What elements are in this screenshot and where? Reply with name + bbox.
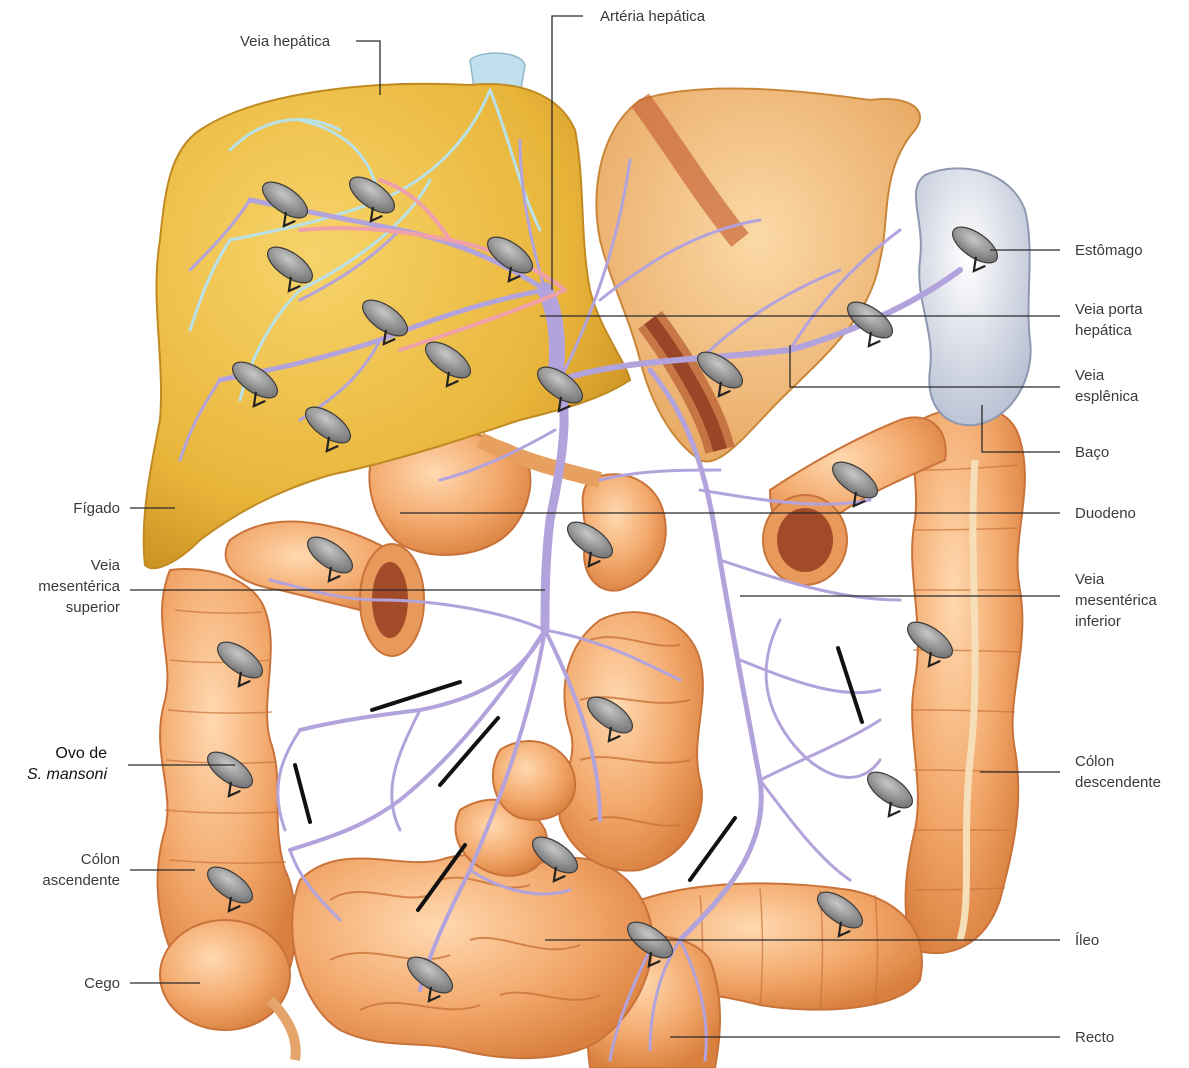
label-ovo-line1: Ovo de <box>0 743 107 764</box>
label-veia-porta-hepatica: Veia porta hepática <box>1075 299 1143 341</box>
label-recto: Recto <box>1075 1027 1114 1048</box>
label-veia-porta-line1: Veia porta <box>1075 299 1143 320</box>
cego <box>160 920 296 1060</box>
estomago <box>596 88 920 461</box>
label-ovo-s-mansoni: Ovo de S. mansoni <box>0 743 107 785</box>
label-ovo-line2: S. mansoni <box>0 764 107 785</box>
label-ovo-species: S. mansoni <box>27 766 107 783</box>
label-estomago: Estômago <box>1075 240 1143 261</box>
label-colon-asc-line2: ascendente <box>10 870 120 891</box>
label-arteria-hepatica: Artéria hepática <box>600 6 705 27</box>
label-veia-porta-line2: hepática <box>1075 320 1143 341</box>
label-duodeno: Duodeno <box>1075 503 1136 524</box>
label-veia-mes-sup-line3: superior <box>10 597 120 618</box>
label-figado: Fígado <box>60 498 120 519</box>
label-veia-esplenica: Veia esplênica <box>1075 365 1138 407</box>
label-colon-descendente: Cólon descendente <box>1075 751 1161 793</box>
label-colon-desc-line1: Cólon <box>1075 751 1161 772</box>
label-colon-asc-line1: Cólon <box>10 849 120 870</box>
label-veia-hepatica: Veia hepática <box>240 31 330 52</box>
label-cego: Cego <box>60 973 120 994</box>
label-veia-mes-sup-line2: mesentérica <box>10 576 120 597</box>
label-veia-mes-sup-line1: Veia <box>10 555 120 576</box>
label-veia-mes-inf-line3: inferior <box>1075 611 1157 632</box>
label-colon-desc-line2: descendente <box>1075 772 1161 793</box>
colon-descendente <box>906 407 1025 953</box>
label-veia-mes-inf-line2: mesentérica <box>1075 590 1157 611</box>
label-veia-mes-inf-line1: Veia <box>1075 569 1157 590</box>
label-veia-esplenica-line2: esplênica <box>1075 386 1138 407</box>
label-veia-esplenica-line1: Veia <box>1075 365 1138 386</box>
label-veia-mesenterica-inferior: Veia mesentérica inferior <box>1075 569 1157 632</box>
label-colon-ascendente: Cólon ascendente <box>10 849 120 891</box>
label-baco: Baço <box>1075 442 1109 463</box>
label-veia-mesenterica-superior: Veia mesentérica superior <box>10 555 120 618</box>
label-ileo: Íleo <box>1075 930 1099 951</box>
